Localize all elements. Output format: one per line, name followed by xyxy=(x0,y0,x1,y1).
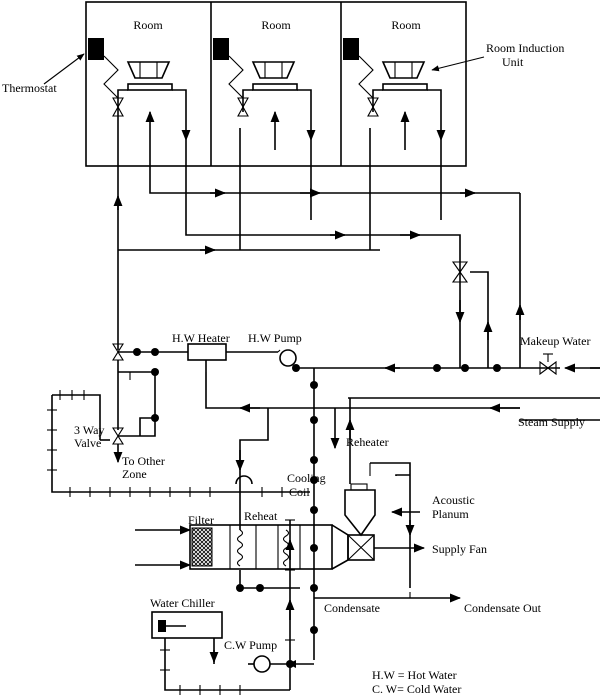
induction-unit-icon xyxy=(251,61,296,79)
hw-pump-icon xyxy=(279,349,297,367)
induction-unit-icon xyxy=(126,61,171,79)
room-induction-unit-label-2: Unit xyxy=(502,55,524,69)
room-label-1: Room xyxy=(133,18,163,32)
rooms-outline xyxy=(85,1,467,167)
induction-coil xyxy=(382,83,428,91)
legend-cold-water: C. W= Cold Water xyxy=(372,682,461,696)
hw-pump-label: H.W Pump xyxy=(248,331,302,345)
induction-unit-pointer xyxy=(431,56,485,72)
distribution-piping xyxy=(113,112,525,368)
air-handling-unit xyxy=(135,483,426,570)
makeup-water-label: Makeup Water xyxy=(520,334,590,348)
condensate-piping xyxy=(314,592,462,603)
room-unit-3 xyxy=(343,38,446,150)
pipe-junctions xyxy=(133,348,501,668)
three-way-valve-label-1: 3 Way xyxy=(74,423,104,437)
room-unit-2 xyxy=(213,38,316,150)
induction-coil xyxy=(127,83,173,91)
ahu-casing xyxy=(189,524,333,570)
cooling-coil-label-2: Coil xyxy=(289,485,310,499)
cw-pump-label: C.W Pump xyxy=(224,638,277,652)
cw-pump-icon xyxy=(253,655,271,673)
condensate-out-label: Condensate Out xyxy=(464,601,542,615)
reheater-label: Reheater xyxy=(346,435,389,449)
control-valve xyxy=(237,97,249,117)
control-valve xyxy=(112,97,124,117)
steam-supply-label: Steam Supply xyxy=(518,415,585,429)
room-label-2: Room xyxy=(261,18,291,32)
supply-fan-label: Supply Fan xyxy=(432,542,487,556)
room-label-3: Room xyxy=(391,18,421,32)
control-link xyxy=(228,55,244,99)
chilled-water-loop xyxy=(47,390,310,497)
makeup-water-valve xyxy=(539,360,557,376)
room-unit-1 xyxy=(88,38,191,150)
acoustic-plenum-body xyxy=(344,489,376,537)
acoustic-planum-label-2: Planum xyxy=(432,507,469,521)
thermostat-pointer xyxy=(43,53,85,85)
to-other-zone-label-2: Zone xyxy=(122,467,147,481)
pipe-crossover xyxy=(235,475,253,485)
balancing-valve xyxy=(451,261,469,283)
thermostat-box xyxy=(343,38,359,60)
filter-element xyxy=(191,527,213,567)
control-link xyxy=(358,55,374,99)
control-link xyxy=(103,55,119,99)
induction-unit-icon xyxy=(381,61,426,79)
control-valve xyxy=(367,97,379,117)
thermostat-box xyxy=(88,38,104,60)
water-chiller-box xyxy=(151,611,223,639)
thermostat-label: Thermostat xyxy=(2,81,57,95)
cooling-coil-label-1: Cooling xyxy=(287,471,326,485)
mixing-valve xyxy=(112,343,124,361)
condensate-label: Condensate xyxy=(324,601,380,615)
cooling-coil-icon xyxy=(282,529,290,567)
room-induction-unit-label-1: Room Induction xyxy=(486,41,564,55)
reheat-coil-icon xyxy=(236,529,244,567)
three-way-valve-icon xyxy=(112,427,124,445)
thermostat-box xyxy=(213,38,229,60)
legend-hot-water: H.W = Hot Water xyxy=(372,668,457,682)
induction-coil xyxy=(252,83,298,91)
hw-heater-box xyxy=(187,343,227,361)
water-chiller-label: Water Chiller xyxy=(150,596,215,610)
three-way-valve-label-2: Valve xyxy=(74,436,101,450)
hw-heater-label: H.W Heater xyxy=(172,331,230,345)
rooms-block xyxy=(85,1,467,167)
to-other-zone-label-1: To Other xyxy=(122,454,165,468)
hot-water-loop xyxy=(112,343,600,464)
acoustic-planum-label-1: Acoustic xyxy=(432,493,475,507)
reheat-label: Reheat xyxy=(244,509,278,523)
filter-label: Filter xyxy=(188,513,214,527)
